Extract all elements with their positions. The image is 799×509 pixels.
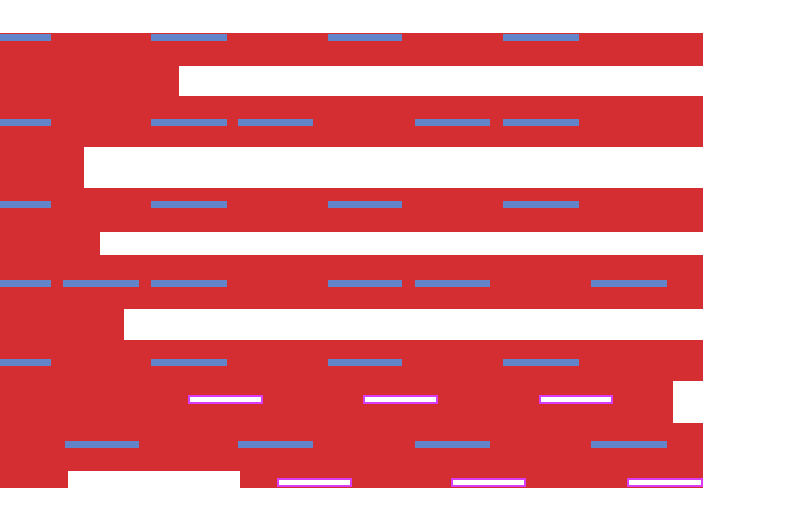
body-region-2 (0, 66, 179, 96)
redaction-bar[interactable] (63, 280, 139, 287)
body-region-3 (0, 96, 703, 147)
text-line-3 (0, 201, 799, 208)
text-line-2 (0, 119, 799, 126)
redaction-bar[interactable] (503, 359, 579, 366)
redaction-bar[interactable] (503, 201, 579, 208)
redaction-bar[interactable] (65, 441, 139, 448)
highlight-bar[interactable] (277, 478, 352, 487)
body-region-6 (0, 232, 100, 255)
redaction-bar[interactable] (503, 119, 579, 126)
redaction-bar[interactable] (151, 280, 227, 287)
redaction-bar[interactable] (151, 359, 227, 366)
highlight-bar[interactable] (363, 395, 438, 404)
redaction-bar[interactable] (503, 34, 579, 41)
text-line-6 (0, 441, 799, 448)
highlight-row-1 (0, 395, 799, 404)
redaction-bar[interactable] (238, 119, 313, 126)
highlight-bar[interactable] (627, 478, 703, 487)
redaction-bar[interactable] (0, 34, 51, 41)
redaction-bar[interactable] (415, 441, 490, 448)
redaction-bar[interactable] (328, 359, 402, 366)
redaction-bar[interactable] (238, 441, 313, 448)
redaction-bar[interactable] (151, 34, 227, 41)
redaction-bar[interactable] (591, 280, 667, 287)
body-region-4 (0, 147, 84, 188)
redaction-bar[interactable] (151, 119, 227, 126)
body-region-8 (0, 309, 124, 340)
body-region-12 (0, 471, 68, 488)
redaction-bar[interactable] (0, 280, 51, 287)
body-region-5 (0, 188, 703, 232)
redaction-bar[interactable] (415, 280, 490, 287)
highlight-row-2 (0, 478, 799, 487)
redaction-bar[interactable] (591, 441, 667, 448)
highlight-bar[interactable] (539, 395, 613, 404)
text-line-1 (0, 34, 799, 41)
redaction-bar[interactable] (0, 201, 51, 208)
highlight-bar[interactable] (451, 478, 526, 487)
redaction-bar[interactable] (328, 280, 402, 287)
redaction-bar[interactable] (151, 201, 227, 208)
redaction-bar[interactable] (415, 119, 490, 126)
redaction-bar[interactable] (328, 34, 402, 41)
redaction-bar[interactable] (328, 201, 402, 208)
text-line-5 (0, 359, 799, 366)
highlight-bar[interactable] (188, 395, 263, 404)
redaction-bar[interactable] (0, 119, 51, 126)
redaction-bar[interactable] (0, 359, 51, 366)
text-line-4 (0, 280, 799, 287)
